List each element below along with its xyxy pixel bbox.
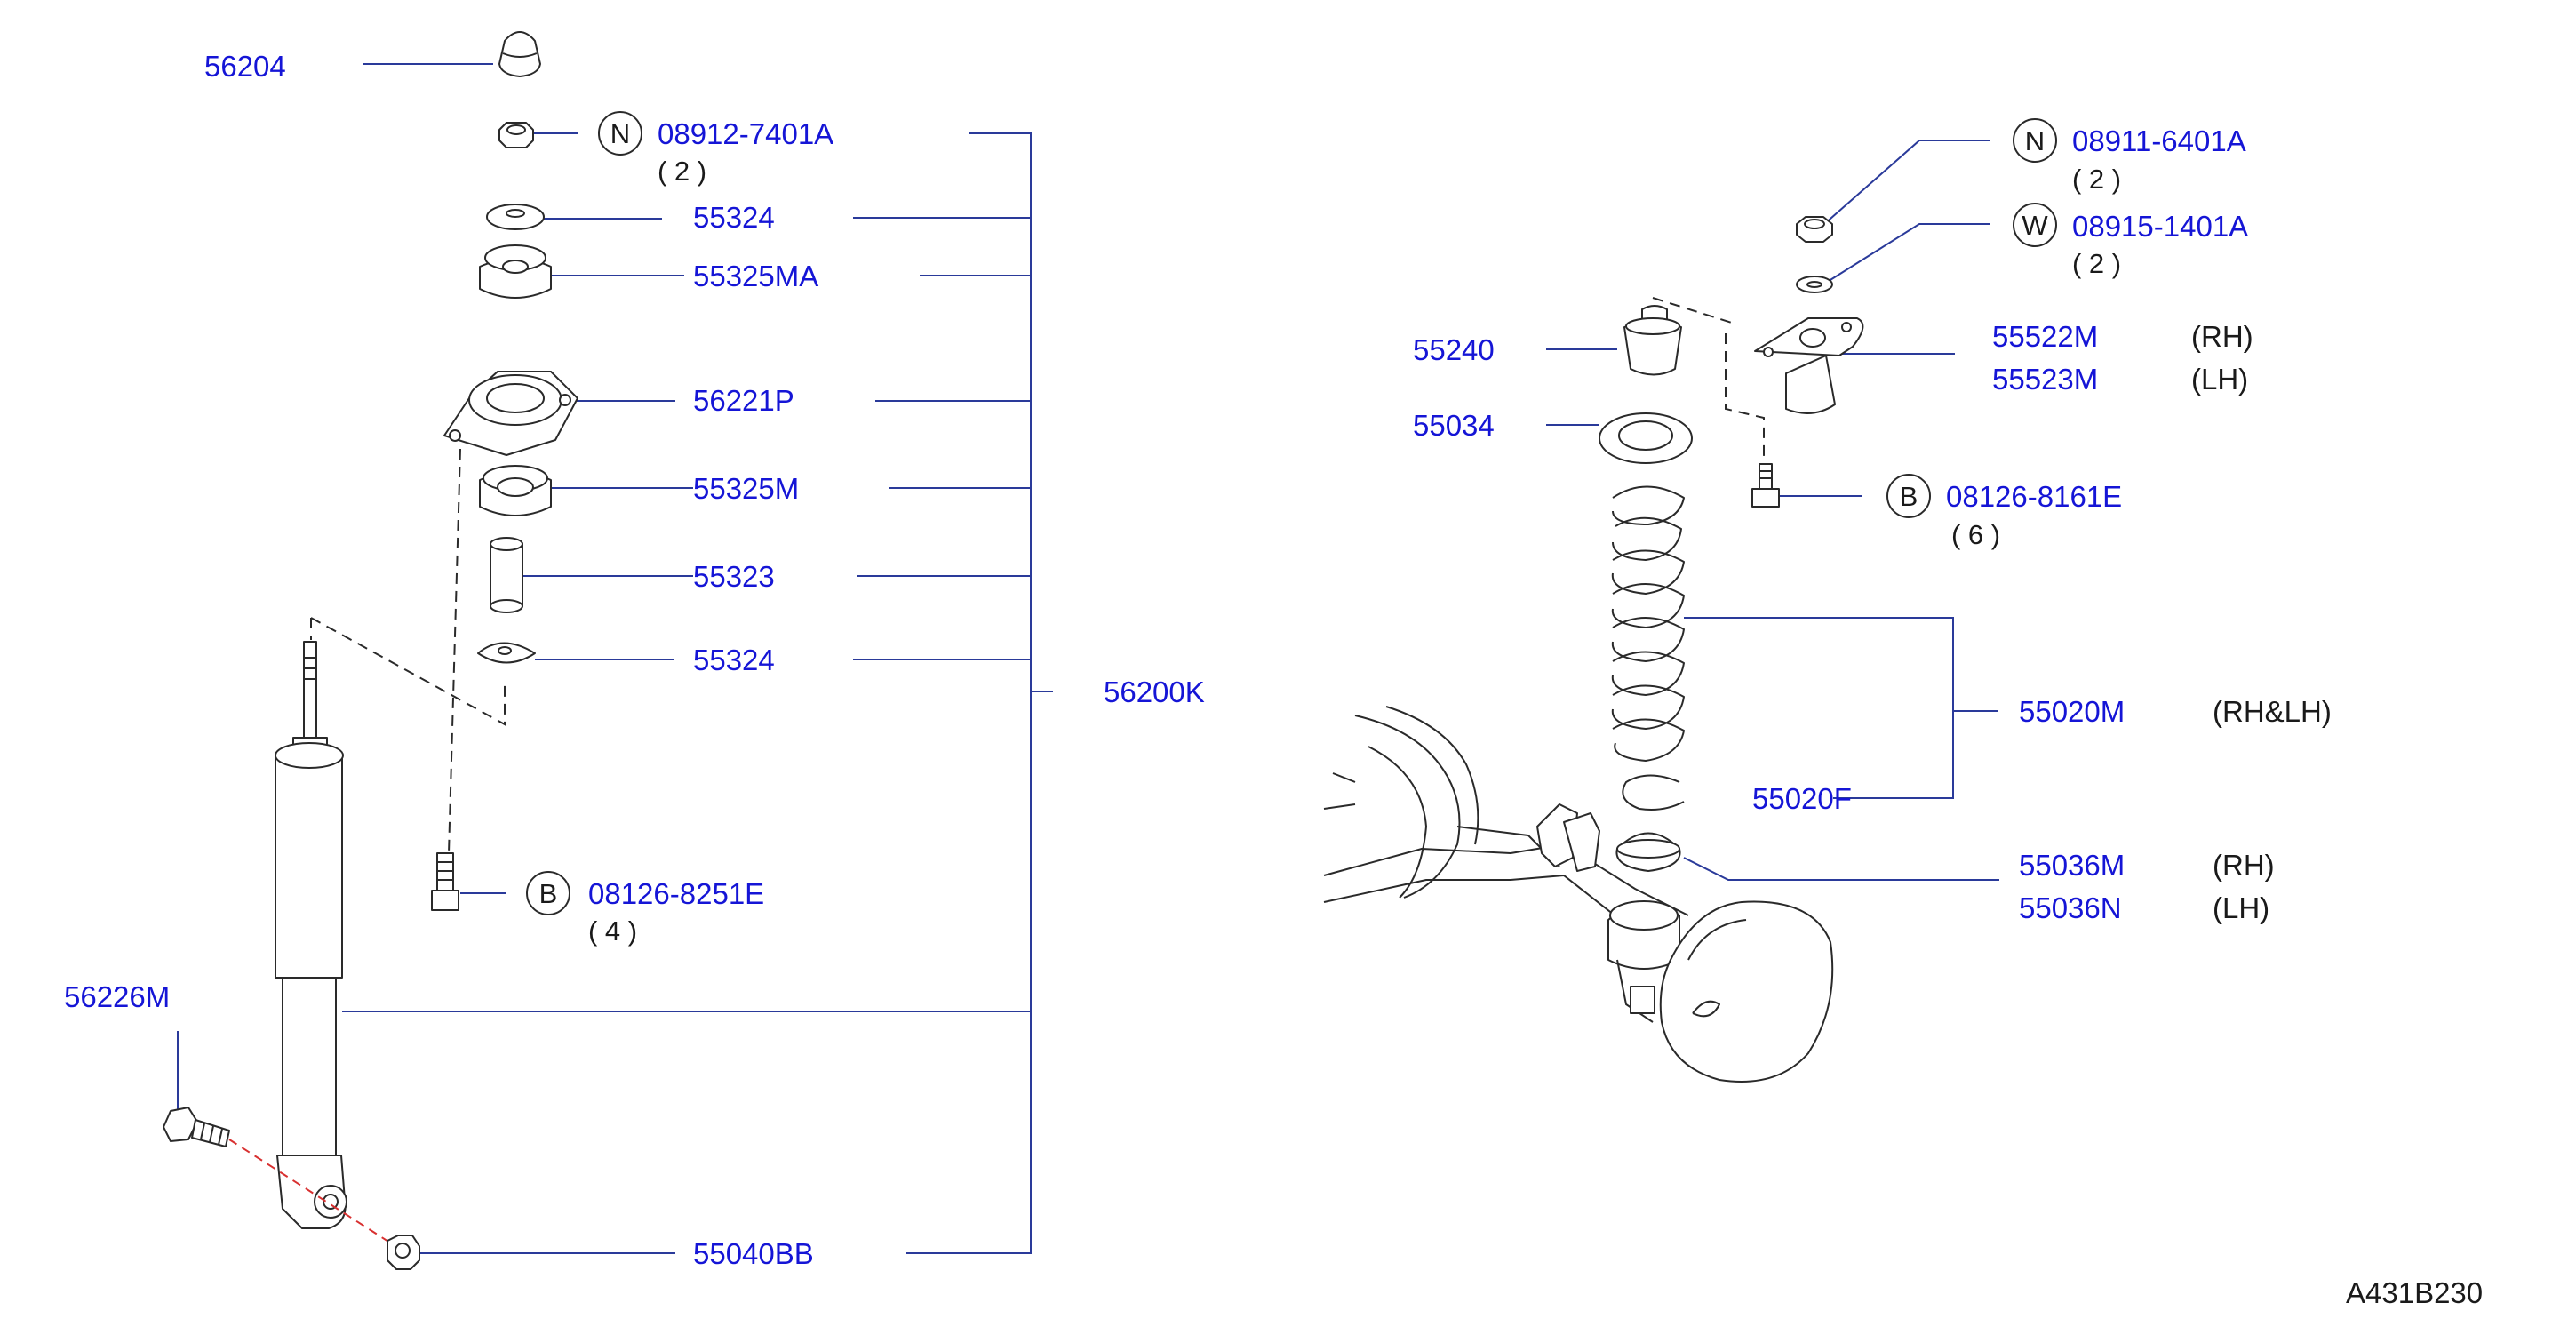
- washer-55324-top: [486, 204, 662, 230]
- qty-08126-8161e: ( 6 ): [1951, 519, 2000, 550]
- label-55240: 55240: [1413, 333, 1495, 366]
- seat-55036m: [1615, 832, 1999, 881]
- washer-08915-1401a: [1796, 203, 2057, 293]
- nut-08911-6401a: [1796, 118, 2057, 243]
- label-56226m: 56226M: [64, 980, 170, 1013]
- qty-08915-1401a: ( 2 ): [2072, 248, 2121, 279]
- shock-absorber-56200k: [275, 641, 347, 1229]
- label-55020m: 55020M: [2019, 695, 2125, 728]
- label-55323: 55323: [693, 560, 775, 593]
- diagram-code: A431B230: [2346, 1276, 2483, 1309]
- bolt-56226m: [163, 1031, 396, 1247]
- marker-w-right-letter: W: [2022, 210, 2048, 241]
- washer-55324-bottom: [477, 642, 674, 664]
- marker-b-letter: B: [539, 878, 558, 909]
- label-55324-top: 55324: [693, 201, 775, 234]
- alignment-dashes-left: [310, 448, 506, 854]
- label-55036m: 55036M: [2019, 849, 2125, 882]
- label-08915-1401a: 08915-1401A: [2072, 210, 2248, 243]
- label-08911-6401a: 08911-6401A: [2072, 124, 2246, 157]
- insulator-55020f: [1622, 774, 1685, 811]
- sleeve-55323: [490, 537, 693, 613]
- label-55522m: 55522M: [1992, 320, 2098, 353]
- label-55034: 55034: [1413, 409, 1495, 442]
- label-55523m: 55523M: [1992, 363, 2098, 396]
- marker-b-circle: [526, 871, 570, 915]
- assembly-bracket-56200k: [342, 132, 1053, 1254]
- bracket-55522m: [1754, 317, 1955, 414]
- label-08912-7401a: 08912-7401A: [658, 117, 833, 150]
- marker-w-right-circle: [2013, 203, 2057, 247]
- label-56221p: 56221P: [693, 384, 794, 417]
- bracket-dash: [1652, 297, 1765, 462]
- qty-08911-6401a: ( 2 ): [2072, 164, 2121, 195]
- qty-08912-7401a: ( 2 ): [658, 156, 706, 187]
- marker-b-right-circle: [1886, 474, 1931, 518]
- bolt-08126-8161e: [1751, 463, 1931, 518]
- label-55325ma: 55325MA: [693, 260, 818, 292]
- label-56200k: 56200K: [1104, 675, 1205, 708]
- label-08126-8251e: 08126-8251E: [588, 877, 764, 910]
- marker-n-letter: N: [610, 118, 630, 149]
- bushing-55325ma: [479, 244, 684, 299]
- nut-55040bb: [387, 1235, 675, 1270]
- bumper-55240: [1546, 305, 1682, 376]
- nut-08912-7401a: [498, 111, 642, 156]
- spring-seat-55034: [1546, 412, 1693, 464]
- bushing-55325m: [479, 465, 693, 516]
- marker-b-right-letter: B: [1900, 481, 1918, 512]
- bump-stopper-56204: [363, 31, 541, 77]
- label-55036n: 55036N: [2019, 891, 2122, 924]
- side-55523m: (LH): [2191, 363, 2248, 396]
- axle-housing: [1323, 706, 1834, 1083]
- side-55036m: (RH): [2213, 849, 2275, 882]
- marker-n-circle: [598, 111, 642, 156]
- marker-n-right-circle: [2013, 118, 2057, 163]
- coil-spring-55020m: [1611, 485, 1998, 799]
- side-55522m: (RH): [2191, 320, 2253, 353]
- bolt-08126-8251e: [431, 852, 570, 915]
- label-56204: 56204: [204, 50, 286, 83]
- label-55040bb: 55040BB: [693, 1237, 814, 1270]
- insulator-56221p: [443, 371, 675, 456]
- label-55325m: 55325M: [693, 472, 799, 505]
- label-55324-bottom: 55324: [693, 644, 775, 676]
- qty-08126-8251e: ( 4 ): [588, 915, 637, 947]
- label-08126-8161e: 08126-8161E: [1946, 480, 2122, 513]
- side-55020m: (RH&LH): [2213, 695, 2332, 728]
- text-labels: 56204 N 08912-7401A ( 2 ) 55324 55325MA …: [64, 50, 2483, 1309]
- label-55020f: 55020F: [1752, 782, 1852, 815]
- marker-n-right-letter: N: [2025, 125, 2045, 156]
- side-55036n: (LH): [2213, 891, 2269, 924]
